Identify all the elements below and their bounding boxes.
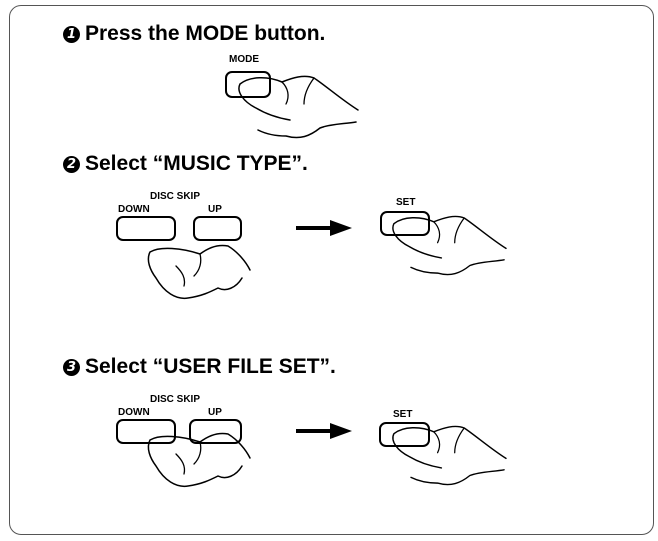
mode-label: MODE: [229, 54, 259, 65]
up-label: UP: [208, 204, 222, 215]
set-button[interactable]: [379, 422, 430, 447]
hand-pointer-icon: [392, 215, 507, 276]
step-1-text: Press the MODE button.: [85, 22, 326, 45]
step-1-heading: 1 Press the MODE button.: [63, 22, 325, 46]
hand-pointer-icon: [147, 432, 251, 488]
number-3-icon: 3: [63, 358, 80, 376]
down-label: DOWN: [118, 407, 150, 418]
arrow-right-icon: [296, 423, 352, 439]
hand-pointer-icon: [392, 425, 507, 486]
set-button[interactable]: [380, 211, 430, 236]
number-2-icon: 2: [63, 155, 80, 173]
disc-skip-label: DISC SKIP: [150, 394, 201, 405]
mode-button[interactable]: [225, 71, 271, 98]
up-button[interactable]: [189, 419, 242, 444]
instruction-frame: [9, 5, 654, 535]
step-2-text: Select “MUSIC TYPE”.: [85, 152, 308, 175]
down-button[interactable]: [116, 216, 176, 241]
hand-pointer-icon: [238, 75, 359, 139]
number-1-icon: 1: [63, 25, 80, 43]
down-button[interactable]: [116, 419, 176, 444]
down-label: DOWN: [118, 204, 150, 215]
arrow-right-icon: [296, 220, 352, 236]
up-button[interactable]: [193, 216, 242, 241]
hand-pointer-icon: [147, 244, 251, 300]
step-3-heading: 3 Select “USER FILE SET”.: [63, 355, 336, 379]
up-label: UP: [208, 407, 222, 418]
step-3-text: Select “USER FILE SET”.: [85, 355, 336, 378]
step-2-heading: 2 Select “MUSIC TYPE”.: [63, 152, 308, 176]
set-label: SET: [396, 197, 416, 208]
disc-skip-label: DISC SKIP: [150, 191, 201, 202]
set-label: SET: [393, 409, 413, 420]
